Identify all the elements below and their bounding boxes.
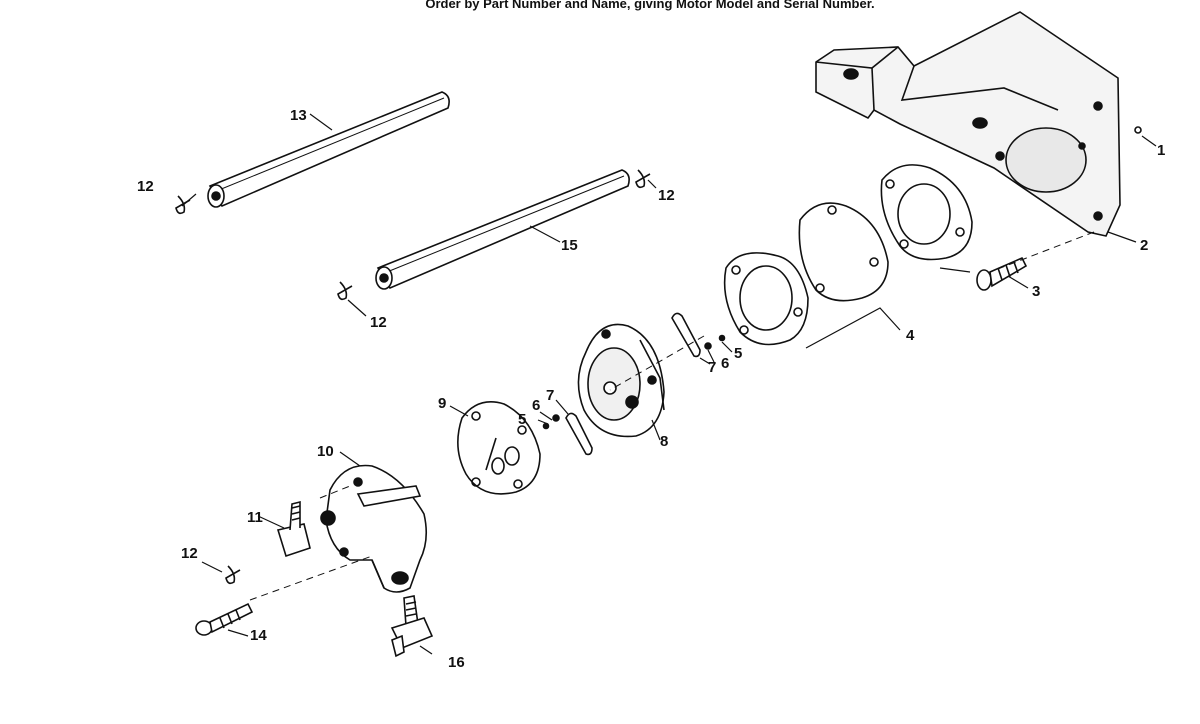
callout-9: 9 bbox=[438, 395, 446, 412]
callout-8: 8 bbox=[660, 433, 668, 450]
fuel-line-part-15 bbox=[375, 169, 630, 290]
callout-14: 14 bbox=[250, 627, 267, 644]
fuel-line-part-13 bbox=[207, 91, 450, 208]
assembly-centerlines bbox=[249, 231, 1095, 601]
callout-6-upper: 6 bbox=[721, 355, 729, 372]
bracket-part bbox=[815, 11, 1121, 237]
callout-5-lower: 5 bbox=[518, 411, 526, 428]
bracket-hole-marker bbox=[1134, 126, 1142, 134]
callout-2: 2 bbox=[1140, 237, 1148, 254]
callout-7-upper: 7 bbox=[708, 359, 716, 376]
callout-3: 3 bbox=[1032, 283, 1040, 300]
pin-part-7-upper bbox=[671, 312, 726, 358]
callout-6-lower: 6 bbox=[532, 397, 540, 414]
callout-12-top-left: 12 bbox=[137, 178, 154, 195]
gasket-set-part-4 bbox=[723, 164, 973, 346]
callout-11: 11 bbox=[247, 509, 263, 526]
page-title: Order by Part Number and Name, giving Mo… bbox=[425, 0, 875, 11]
callout-7-lower: 7 bbox=[546, 387, 554, 404]
leader-lines bbox=[181, 113, 1157, 655]
bolt-part-3 bbox=[976, 256, 1028, 291]
callout-16: 16 bbox=[448, 654, 465, 671]
callout-5-upper: 5 bbox=[734, 345, 742, 362]
callout-1: 1 bbox=[1157, 142, 1165, 159]
pump-body-part-8 bbox=[577, 323, 665, 438]
callout-15: 15 bbox=[561, 237, 578, 254]
fitting-part-16 bbox=[390, 595, 434, 658]
callout-labels: 1 2 3 4 5 5 6 6 7 7 8 9 10 11 12 12 12 1… bbox=[137, 107, 1165, 671]
callout-12-middle: 12 bbox=[370, 314, 387, 331]
callout-10: 10 bbox=[317, 443, 334, 460]
callout-12-top-right: 12 bbox=[658, 187, 675, 204]
callout-13: 13 bbox=[290, 107, 307, 124]
screw-part-14 bbox=[195, 602, 254, 636]
callout-12-bottom: 12 bbox=[181, 545, 198, 562]
pump-cover-part-10 bbox=[320, 464, 428, 593]
gasket-part-9 bbox=[457, 401, 541, 495]
callout-4: 4 bbox=[906, 327, 915, 344]
hose-clamp-part-12 bbox=[175, 169, 651, 585]
elbow-fitting-part-11 bbox=[276, 500, 311, 558]
